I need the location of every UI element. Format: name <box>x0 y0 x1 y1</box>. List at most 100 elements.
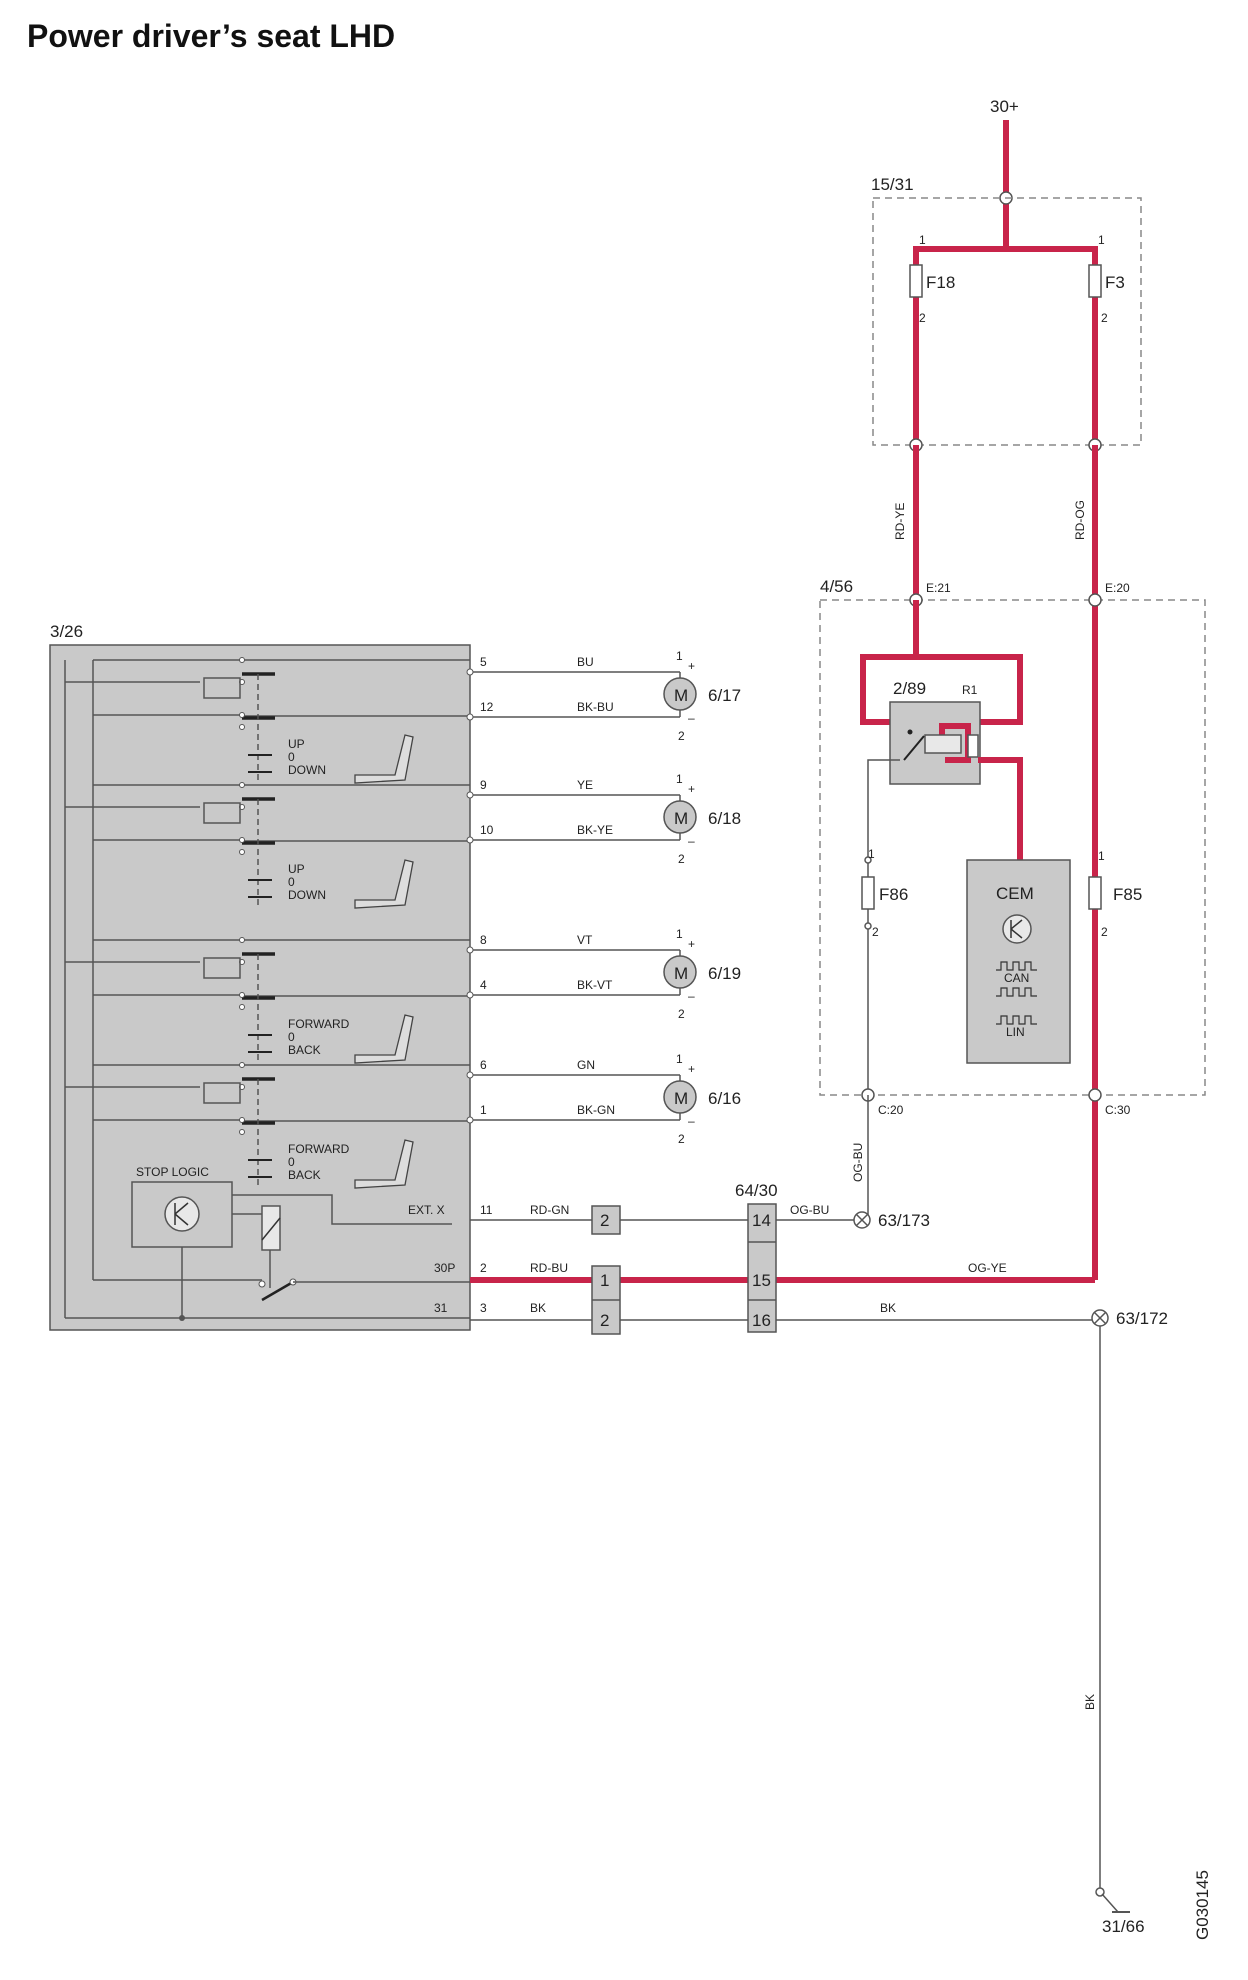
svg-text:16: 16 <box>752 1311 771 1330</box>
motor-label: – <box>688 711 695 725</box>
switch-position-label: BACK <box>288 1168 321 1182</box>
motor-label: BK-BU <box>577 700 614 714</box>
svg-text:2: 2 <box>1101 925 1108 939</box>
switch-position-label: DOWN <box>288 888 326 902</box>
fuse-f3: F3 1 2 <box>1088 233 1125 325</box>
svg-text:F85: F85 <box>1113 885 1142 904</box>
motor-label: 6/17 <box>708 686 741 705</box>
svg-text:2: 2 <box>600 1211 609 1230</box>
ext-x-label: EXT. X <box>408 1203 445 1217</box>
ground-63-172: 63/172 <box>1091 1309 1168 1328</box>
wire-bk-vertical: BK <box>1083 1694 1097 1710</box>
svg-text:1: 1 <box>919 233 926 247</box>
svg-text:C:30: C:30 <box>1105 1103 1131 1117</box>
motor-label: – <box>688 834 695 848</box>
switch-position-label: 0 <box>288 750 295 764</box>
motor-label: + <box>688 782 695 796</box>
svg-text:1: 1 <box>868 847 875 861</box>
switch-module-label: 3/26 <box>50 622 83 641</box>
switch-position-label: 0 <box>288 1155 295 1169</box>
motor-label: M <box>674 686 688 705</box>
svg-text:LIN: LIN <box>1006 1025 1025 1039</box>
motor-label: M <box>674 809 688 828</box>
motor-label: – <box>688 989 695 1003</box>
wire-og-bu-vertical: OG-BU <box>851 1143 865 1182</box>
svg-text:3: 3 <box>480 1301 487 1315</box>
supply-label: 30+ <box>990 97 1019 116</box>
figure-code: G030145 <box>1193 1870 1212 1940</box>
motor-label: 2 <box>678 1132 685 1146</box>
motor-label: YE <box>577 778 593 792</box>
switch-position-label: UP <box>288 862 305 876</box>
svg-text:CEM: CEM <box>996 884 1034 903</box>
switch-position-label: DOWN <box>288 763 326 777</box>
svg-text:2: 2 <box>1101 311 1108 325</box>
motor-label: 5 <box>480 655 487 669</box>
svg-text:11: 11 <box>480 1203 493 1217</box>
motor-label: 2 <box>678 1007 685 1021</box>
wire-og-bu: OG-BU <box>790 1203 829 1217</box>
motor-label: 8 <box>480 933 487 947</box>
svg-text:E:20: E:20 <box>1105 581 1130 595</box>
motor-label: 2 <box>678 852 685 866</box>
switch-position-label: BACK <box>288 1043 321 1057</box>
motor-label: 6/18 <box>708 809 741 828</box>
svg-text:64/30: 64/30 <box>735 1181 778 1200</box>
switch-position-label: 0 <box>288 1030 295 1044</box>
seat-icon <box>354 1014 414 1064</box>
svg-text:STOP LOGIC: STOP LOGIC <box>136 1165 209 1179</box>
cem-module-outline <box>819 599 1206 1096</box>
svg-text:CAN: CAN <box>1004 971 1029 985</box>
motor-label: 12 <box>480 700 494 714</box>
fusebox-outline <box>872 197 1142 446</box>
motor-label: – <box>688 1114 695 1128</box>
fuse-f18: F18 1 2 <box>909 233 955 325</box>
motor-label: BK-VT <box>577 978 613 992</box>
switch-position-label: UP <box>288 737 305 751</box>
stop-logic: STOP LOGIC <box>93 1165 470 1321</box>
wire-rd-gn: RD-GN <box>530 1203 569 1217</box>
motor-label: 6/19 <box>708 964 741 983</box>
svg-text:31/66: 31/66 <box>1102 1917 1145 1936</box>
motor-label: 6 <box>480 1058 487 1072</box>
motor-label: VT <box>577 933 593 947</box>
motor-label: 1 <box>676 649 683 663</box>
wire-bk-left: BK <box>530 1301 546 1315</box>
switch-position-label: FORWARD <box>288 1142 350 1156</box>
switch-position-label: FORWARD <box>288 1017 350 1031</box>
svg-text:R1: R1 <box>962 683 978 697</box>
svg-text:1: 1 <box>1098 849 1105 863</box>
motor-label: + <box>688 659 695 673</box>
motor-label: 1 <box>676 927 683 941</box>
motor-label: GN <box>577 1058 595 1072</box>
motor-label: 9 <box>480 778 487 792</box>
svg-text:2: 2 <box>600 1311 609 1330</box>
motor-label: 1 <box>676 772 683 786</box>
motor-label: 2 <box>678 729 685 743</box>
p31-label: 31 <box>434 1301 448 1315</box>
svg-text:15: 15 <box>752 1271 771 1290</box>
svg-text:1: 1 <box>1098 233 1105 247</box>
motor-label: 6/16 <box>708 1089 741 1108</box>
ground-63-173: 63/173 <box>853 1211 930 1230</box>
svg-text:F86: F86 <box>879 885 908 904</box>
motor-label: 1 <box>676 1052 683 1066</box>
wire-rd-bu: RD-BU <box>530 1261 568 1275</box>
svg-text:2: 2 <box>872 925 879 939</box>
connector-a: 2 1 2 <box>591 1205 621 1335</box>
svg-text:63/173: 63/173 <box>878 1211 930 1230</box>
motor-label: BU <box>577 655 594 669</box>
p30p-label: 30P <box>434 1261 455 1275</box>
wire-bk-right: BK <box>880 1301 896 1315</box>
fuse-f85: F85 1 2 <box>1088 849 1142 939</box>
fusebox-label: 15/31 <box>871 175 914 194</box>
